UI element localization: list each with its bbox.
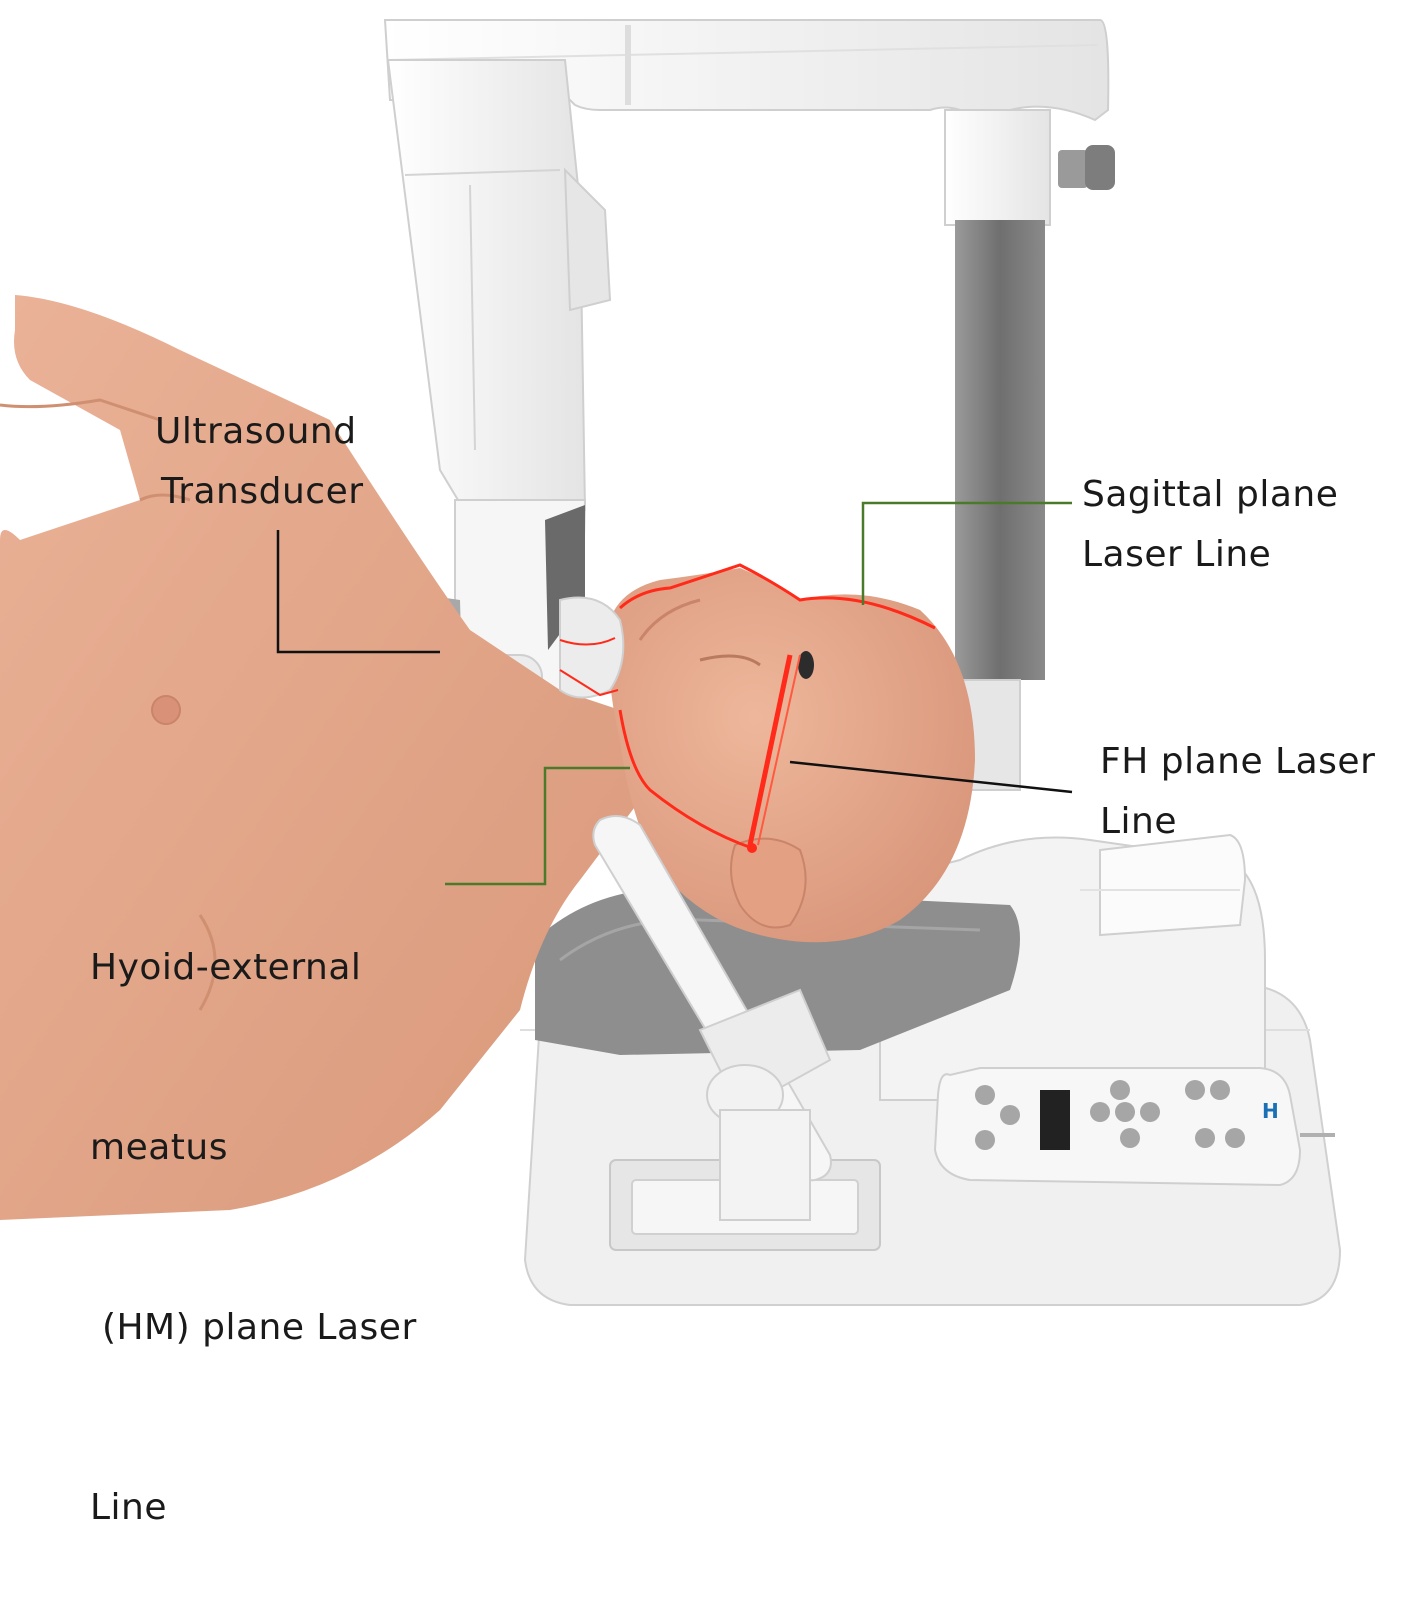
nipple — [151, 695, 181, 725]
sagittal-label-line-2: Laser Line — [1082, 534, 1272, 575]
control-display — [1040, 1090, 1070, 1150]
control-button — [1195, 1128, 1215, 1148]
head-rest-housing — [879, 833, 1266, 1101]
sagittal-leader-line — [861, 501, 1072, 605]
ultrasound-label-line-1: Ultrasound — [155, 411, 357, 452]
patient-body — [0, 295, 643, 1220]
ultrasound-transducer-label: Ultrasound Transducer — [155, 402, 364, 522]
fh-leader-line — [789, 760, 1073, 794]
control-button — [1140, 1102, 1160, 1122]
ultrasound-label-line-2: Transducer — [161, 471, 364, 512]
fh-laser-line — [747, 654, 793, 846]
sagittal-laser-line — [618, 563, 936, 630]
control-button — [1115, 1102, 1135, 1122]
hm-label-line-2: meatus — [90, 1127, 228, 1168]
hm-leader-line — [445, 766, 630, 886]
control-button — [1210, 1080, 1230, 1100]
sagittal-plane-label: Sagittal plane Laser Line — [1082, 465, 1338, 585]
control-panel: H — [933, 1067, 1335, 1187]
control-button — [1225, 1128, 1245, 1148]
hm-plane-label: Hyoid-external meatus (HM) plane Laser L… — [90, 818, 417, 1598]
sagittal-label-line-1: Sagittal plane — [1082, 474, 1339, 515]
eye — [798, 651, 814, 679]
control-button — [975, 1130, 995, 1150]
laser-lines — [559, 563, 936, 853]
positioning-arm — [592, 815, 832, 1221]
adjustment-knob — [1058, 145, 1115, 190]
control-button — [1120, 1128, 1140, 1148]
vertical-column — [944, 109, 1115, 791]
control-button — [1185, 1080, 1205, 1100]
fh-label-line-1: FH plane Laser — [1100, 741, 1376, 782]
fh-plane-label: FH plane Laser Line — [1100, 732, 1375, 852]
brand-logo: H — [1262, 1099, 1279, 1123]
leader-lines — [276, 501, 1073, 886]
control-button — [1090, 1102, 1110, 1122]
control-button — [1000, 1105, 1020, 1125]
hm-laser-line — [618, 709, 753, 850]
fh-label-line-2: Line — [1100, 801, 1178, 842]
hm-label-line-3: (HM) plane Laser — [90, 1307, 417, 1348]
ultrasound-leader-line — [276, 530, 440, 654]
hm-label-line-4: Line — [90, 1487, 168, 1528]
hm-label-line-1: Hyoid-external — [90, 947, 362, 988]
control-button — [1110, 1080, 1130, 1100]
device-illustration: H — [0, 19, 1342, 1306]
control-button — [975, 1085, 995, 1105]
patient-head — [559, 568, 975, 943]
